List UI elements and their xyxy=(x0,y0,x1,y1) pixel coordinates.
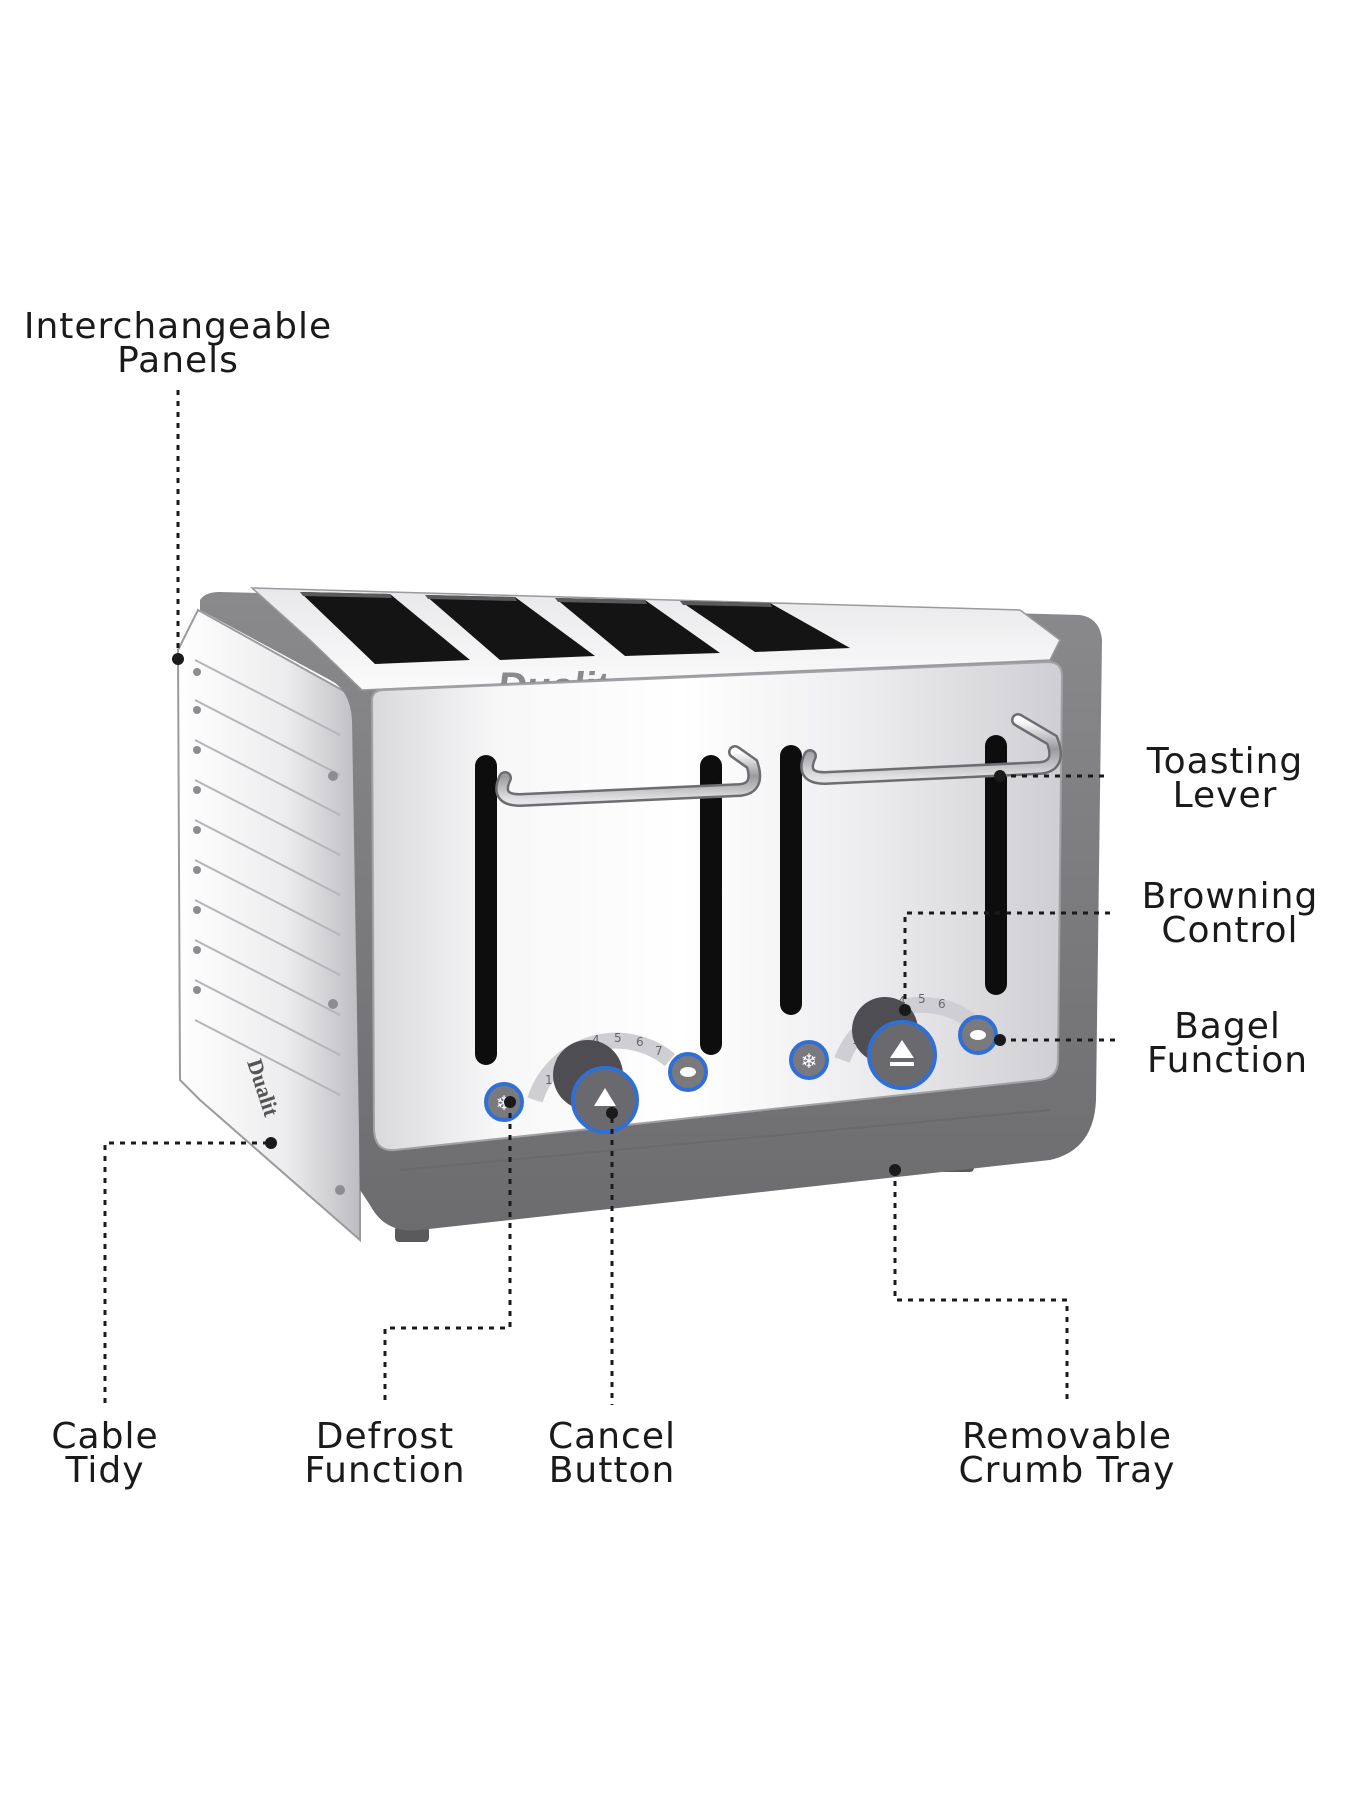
svg-text:4: 4 xyxy=(592,1033,600,1047)
svg-text:5: 5 xyxy=(614,1031,622,1045)
leader-dots xyxy=(172,653,1006,1176)
label-removable-crumb-tray: Removable Crumb Tray xyxy=(958,1416,1176,1491)
label-cable-tidy: Cable Tidy xyxy=(51,1416,159,1491)
side-ribs xyxy=(194,659,341,1096)
side-screws xyxy=(193,668,345,1195)
label-defrost-function: Defrost Function xyxy=(304,1416,466,1491)
leader-cable-tidy xyxy=(103,1141,268,1405)
label-bagel-function: Bagel Function xyxy=(1146,1006,1309,1081)
cancel-icon xyxy=(594,1088,616,1106)
foot xyxy=(395,1226,429,1242)
svg-text:6: 6 xyxy=(636,1035,644,1049)
svg-text:4: 4 xyxy=(898,994,906,1008)
leader-lines xyxy=(103,390,1115,1405)
toasting-lever-left[interactable] xyxy=(495,745,762,808)
defrost-button-right[interactable]: ❄ xyxy=(789,1040,829,1080)
label-toasting-lever: Toasting Lever xyxy=(1146,741,1304,816)
svg-text:1: 1 xyxy=(545,1073,553,1087)
svg-text:6: 6 xyxy=(938,997,946,1011)
bagel-icon xyxy=(680,1067,696,1077)
crumb-tray xyxy=(399,1109,1051,1171)
label-cancel-button: Cancel Button xyxy=(548,1416,676,1491)
svg-text:7: 7 xyxy=(655,1044,663,1058)
svg-text:5: 5 xyxy=(918,992,926,1006)
bagel-icon xyxy=(970,1030,986,1040)
cancel-icon xyxy=(890,1040,914,1058)
snowflake-icon: ❄ xyxy=(801,1049,818,1073)
label-interchangeable-panels: Interchangeable Panels xyxy=(23,306,333,381)
toasting-lever-right[interactable] xyxy=(800,713,1062,786)
top-slots xyxy=(300,592,850,664)
bagel-button-left[interactable] xyxy=(668,1052,708,1092)
bagel-button-right[interactable] xyxy=(958,1015,998,1055)
label-browning-control: Browning Control xyxy=(1141,876,1319,951)
browning-dial-left[interactable] xyxy=(553,1040,639,1134)
leader-defrost-function xyxy=(383,1102,512,1405)
front-slots xyxy=(475,735,1007,1065)
leader-removable-crumb-tray xyxy=(893,1170,1069,1405)
